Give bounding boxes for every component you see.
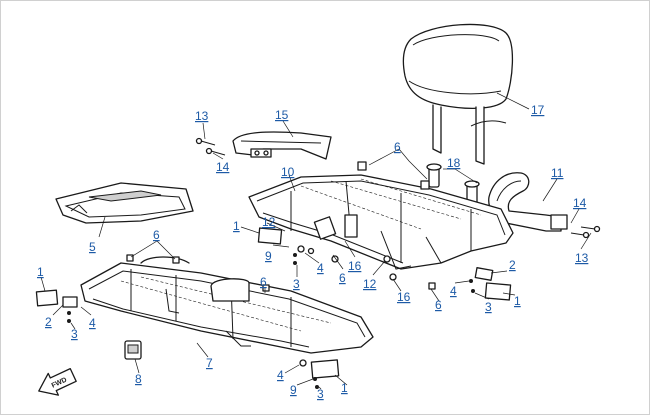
upper-rack-frame bbox=[248, 174, 514, 270]
reflectors bbox=[35, 227, 512, 379]
hardware bbox=[67, 137, 601, 389]
callout-4: 4 bbox=[450, 284, 457, 298]
backrest-pad bbox=[402, 23, 514, 165]
callout-17: 17 bbox=[531, 103, 545, 117]
callout-14: 14 bbox=[573, 196, 587, 210]
callout-4: 4 bbox=[277, 368, 284, 382]
callout-2: 2 bbox=[45, 315, 52, 329]
callout-9: 9 bbox=[265, 249, 272, 263]
callout-6: 6 bbox=[153, 228, 160, 242]
callout-6: 6 bbox=[394, 140, 401, 154]
callout-7: 7 bbox=[206, 356, 213, 370]
lower-rack-frame bbox=[80, 256, 374, 354]
callout-3: 3 bbox=[293, 277, 300, 291]
callout-15: 15 bbox=[275, 108, 289, 122]
callout-6: 6 bbox=[435, 298, 442, 312]
callout-5: 5 bbox=[89, 240, 96, 254]
reflector-mount bbox=[124, 340, 142, 360]
callout-9: 9 bbox=[290, 383, 297, 397]
leader-lines bbox=[40, 92, 592, 390]
forward-direction-arrow: FWD bbox=[38, 367, 77, 396]
callout-1: 1 bbox=[233, 219, 240, 233]
callout-2: 2 bbox=[509, 258, 516, 272]
callout-18: 18 bbox=[447, 156, 461, 170]
callout-1: 1 bbox=[514, 294, 521, 308]
storage-tray bbox=[55, 182, 194, 224]
callout-3: 3 bbox=[485, 300, 492, 314]
callout-13: 13 bbox=[195, 109, 209, 123]
left-backrest-bracket bbox=[232, 131, 332, 160]
callout-1: 1 bbox=[37, 265, 44, 279]
callouts: 17 15 13 14 6 18 11 10 14 13 5 1 12 6 9 … bbox=[37, 103, 589, 401]
callout-16: 16 bbox=[348, 259, 362, 273]
callout-3: 3 bbox=[317, 387, 324, 401]
callout-12: 12 bbox=[363, 277, 377, 291]
callout-3: 3 bbox=[71, 327, 78, 341]
callout-6: 6 bbox=[260, 275, 267, 289]
spacer-bushings bbox=[426, 163, 480, 205]
callout-1: 1 bbox=[341, 381, 348, 395]
callout-16: 16 bbox=[397, 290, 411, 304]
callout-12: 12 bbox=[262, 215, 276, 229]
callout-10: 10 bbox=[281, 165, 295, 179]
callout-4: 4 bbox=[89, 316, 96, 330]
callout-4: 4 bbox=[317, 261, 324, 275]
callout-6: 6 bbox=[339, 271, 346, 285]
callout-13: 13 bbox=[575, 251, 589, 265]
callout-11: 11 bbox=[551, 166, 564, 180]
callout-8: 8 bbox=[135, 372, 142, 386]
callout-14: 14 bbox=[216, 160, 230, 174]
